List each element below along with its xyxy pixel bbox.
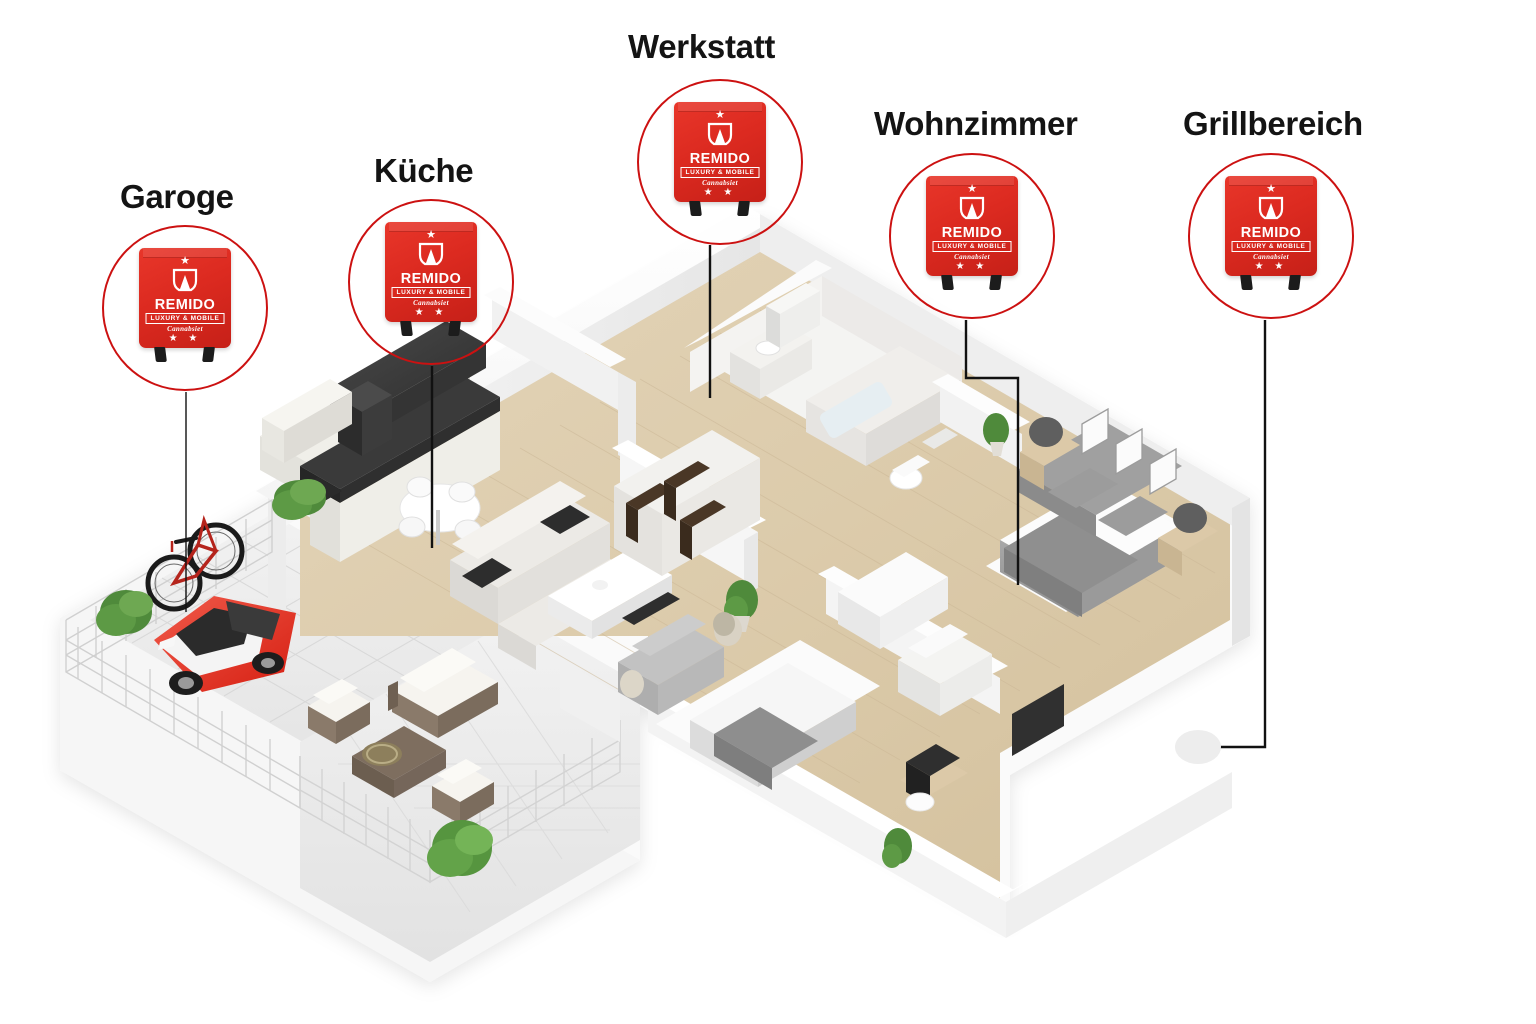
remido-badge-kueche: ★ REMIDO LUXURY & MOBILE Cannabsiet ★ ★ [385,222,477,336]
badge-subtitle: LUXURY & MOBILE [680,167,760,178]
badge-body: ★ REMIDO LUXURY & MOBILE Cannabsiet ★ ★ [674,102,766,202]
remido-badge-wohnzimmer: ★ REMIDO LUXURY & MOBILE Cannabsiet ★ ★ [926,176,1018,290]
marker-werkstatt[interactable]: ★ REMIDO LUXURY & MOBILE Cannabsiet ★ ★ [637,79,807,249]
badge-leg-left [154,347,167,362]
badge-subtitle: LUXURY & MOBILE [145,313,225,324]
badge-top-bar [389,222,473,232]
badge-leg-right [1288,275,1301,290]
garage-objects [96,514,296,695]
badge-leg-right [989,275,1002,290]
badge-star-top-icon: ★ [180,255,190,267]
shield-crest-icon [707,122,733,146]
badge-stars-bottom-icon: ★ ★ [168,333,202,344]
badge-leg-left [689,201,702,216]
badge-body: ★ REMIDO LUXURY & MOBILE Cannabsiet ★ ★ [926,176,1018,276]
marker-circle-werkstatt [637,79,803,245]
badge-body: ★ REMIDO LUXURY & MOBILE Cannabsiet ★ ★ [1225,176,1317,276]
badge-stars-bottom-icon: ★ ★ [703,187,737,198]
badge-body: ★ REMIDO LUXURY & MOBILE Cannabsiet ★ ★ [385,222,477,322]
badge-star-top-icon: ★ [967,183,977,195]
badge-stars-bottom-icon: ★ ★ [955,261,989,272]
office-furniture [838,552,1064,868]
badge-leg-right [202,347,215,362]
badge-script: Cannabsiet [702,179,738,187]
badge-script: Cannabsiet [1253,253,1289,261]
badge-brand: REMIDO [689,151,751,167]
shield-crest-icon [1258,196,1284,220]
bicycle [145,514,245,612]
shield-crest-icon [172,268,198,292]
second-bedroom-furniture [618,612,880,790]
badge-script: Cannabsiet [167,325,203,333]
badge-subtitle: LUXURY & MOBILE [391,287,471,298]
marker-label-kueche: Küche [374,152,474,189]
leader-line-wohnzimmer [964,320,1020,585]
terrace-furniture [308,648,498,877]
badge-subtitle: LUXURY & MOBILE [932,241,1012,252]
remido-badge-garage: ★ REMIDO LUXURY & MOBILE Cannabsiet ★ ★ [139,248,231,362]
badge-stars-bottom-icon: ★ ★ [414,307,448,318]
marker-label-wohnzimmer: Wohnzimmer [874,105,1078,142]
badge-top-bar [143,248,227,258]
badge-body: ★ REMIDO LUXURY & MOBILE Cannabsiet ★ ★ [139,248,231,348]
marker-kueche[interactable]: ★ REMIDO LUXURY & MOBILE Cannabsiet ★ ★ [348,199,518,369]
badge-leg-right [448,321,461,336]
badge-star-top-icon: ★ [715,109,725,121]
badge-top-bar [930,176,1014,186]
remido-badge-grillbereich: ★ REMIDO LUXURY & MOBILE Cannabsiet ★ ★ [1225,176,1317,290]
badge-star-top-icon: ★ [426,229,436,241]
marker-circle-kueche [348,199,514,365]
badge-top-bar [678,102,762,112]
badge-script: Cannabsiet [413,299,449,307]
badge-brand: REMIDO [400,271,462,287]
badge-leg-left [1240,275,1253,290]
kitchen-furniture [260,321,500,562]
marker-circle-grillbereich [1188,153,1354,319]
shield-crest-icon [418,242,444,266]
badge-script: Cannabsiet [954,253,990,261]
badge-brand: REMIDO [1240,225,1302,241]
master-bedroom-furniture [986,407,1218,617]
leader-line-grillbereich [1218,320,1267,749]
marker-circle-garage [102,225,268,391]
car-red-white [154,596,296,695]
badge-brand: REMIDO [941,225,1003,241]
shield-crest-icon [959,196,985,220]
marker-label-garage: Garoge [120,178,234,215]
badge-leg-right [737,201,750,216]
leader-endpoint-grillbereich [1175,730,1221,764]
badge-top-bar [1229,176,1313,186]
marker-label-grillbereich: Grillbereich [1183,105,1363,142]
remido-badge-werkstatt: ★ REMIDO LUXURY & MOBILE Cannabsiet ★ ★ [674,102,766,216]
marker-label-werkstatt: Werkstatt [628,28,776,65]
marker-wohnzimmer[interactable]: ★ REMIDO LUXURY & MOBILE Cannabsiet ★ ★ [889,153,1059,323]
marker-garage[interactable]: ★ REMIDO LUXURY & MOBILE Cannabsiet ★ ★ [102,225,272,395]
marker-circle-wohnzimmer [889,153,1055,319]
badge-subtitle: LUXURY & MOBILE [1231,241,1311,252]
badge-brand: REMIDO [154,297,216,313]
badge-stars-bottom-icon: ★ ★ [1254,261,1288,272]
badge-leg-left [941,275,954,290]
badge-star-top-icon: ★ [1266,183,1276,195]
marker-grillbereich[interactable]: ★ REMIDO LUXURY & MOBILE Cannabsiet ★ ★ [1188,153,1358,323]
badge-leg-left [400,321,413,336]
